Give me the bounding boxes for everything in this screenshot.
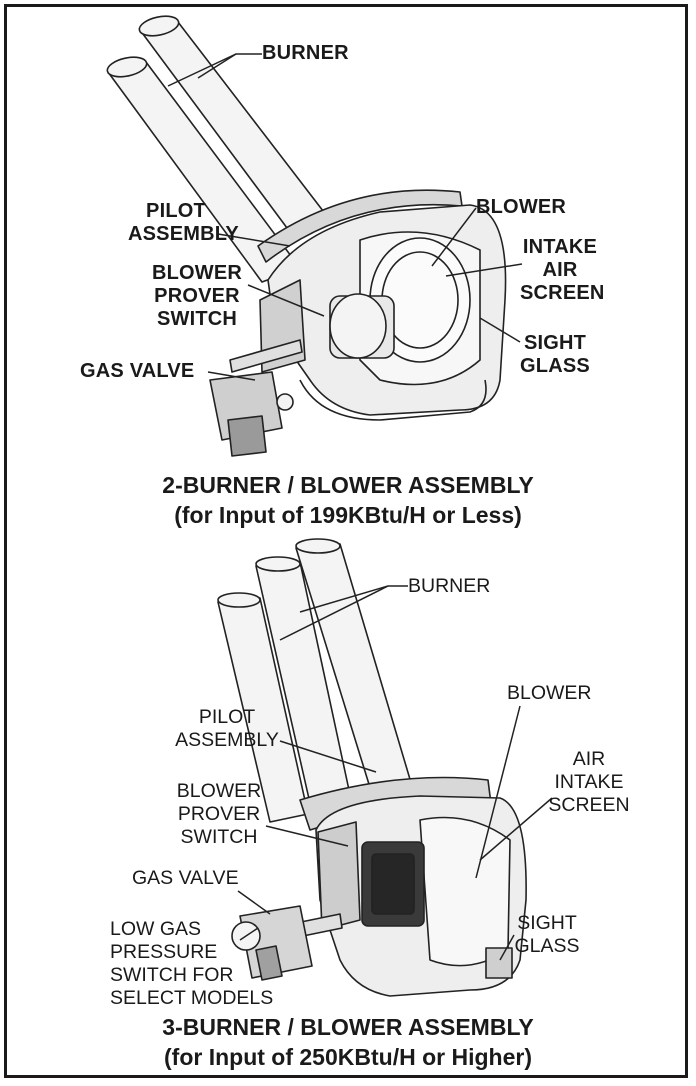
label-pilot-assembly-top: PILOT ASSEMBLY	[128, 200, 239, 245]
label-pilot-assembly-bottom: PILOT ASSEMBLY	[175, 706, 279, 751]
label-blower-bottom: BLOWER	[507, 682, 592, 704]
label-gas-valve-top: GAS VALVE	[80, 360, 195, 382]
label-blower-prover-switch-top: BLOWER PROVER SWITCH	[151, 262, 243, 330]
burner-tube-1	[138, 15, 331, 233]
label-air-intake-screen-bottom: AIR INTAKE SCREEN	[548, 748, 630, 816]
label-burner-bottom: BURNER	[408, 575, 491, 597]
label-low-gas-pressure-switch: LOW GAS PRESSURE SWITCH FOR SELECT MODEL…	[110, 918, 274, 1009]
caption-three-burner: 3-BURNER / BLOWER ASSEMBLY (for Input of…	[162, 1014, 534, 1070]
label-sight-glass-top: SIGHT GLASS	[520, 332, 590, 377]
gas-valve-component-b	[231, 905, 313, 981]
label-blower-top: BLOWER	[476, 196, 567, 218]
label-gas-valve-bottom: GAS VALVE	[132, 867, 239, 889]
label-blower-prover-switch-bottom: BLOWER PROVER SWITCH	[176, 780, 262, 848]
figure-frame	[4, 4, 688, 1078]
label-sight-glass-bottom: SIGHT GLASS	[514, 912, 580, 957]
caption-two-burner: 2-BURNER / BLOWER ASSEMBLY (for Input of…	[162, 472, 534, 528]
gas-valve-component	[209, 371, 294, 457]
label-intake-air-screen-top: INTAKE AIR SCREEN	[520, 236, 605, 304]
label-burner-top: BURNER	[262, 42, 349, 64]
